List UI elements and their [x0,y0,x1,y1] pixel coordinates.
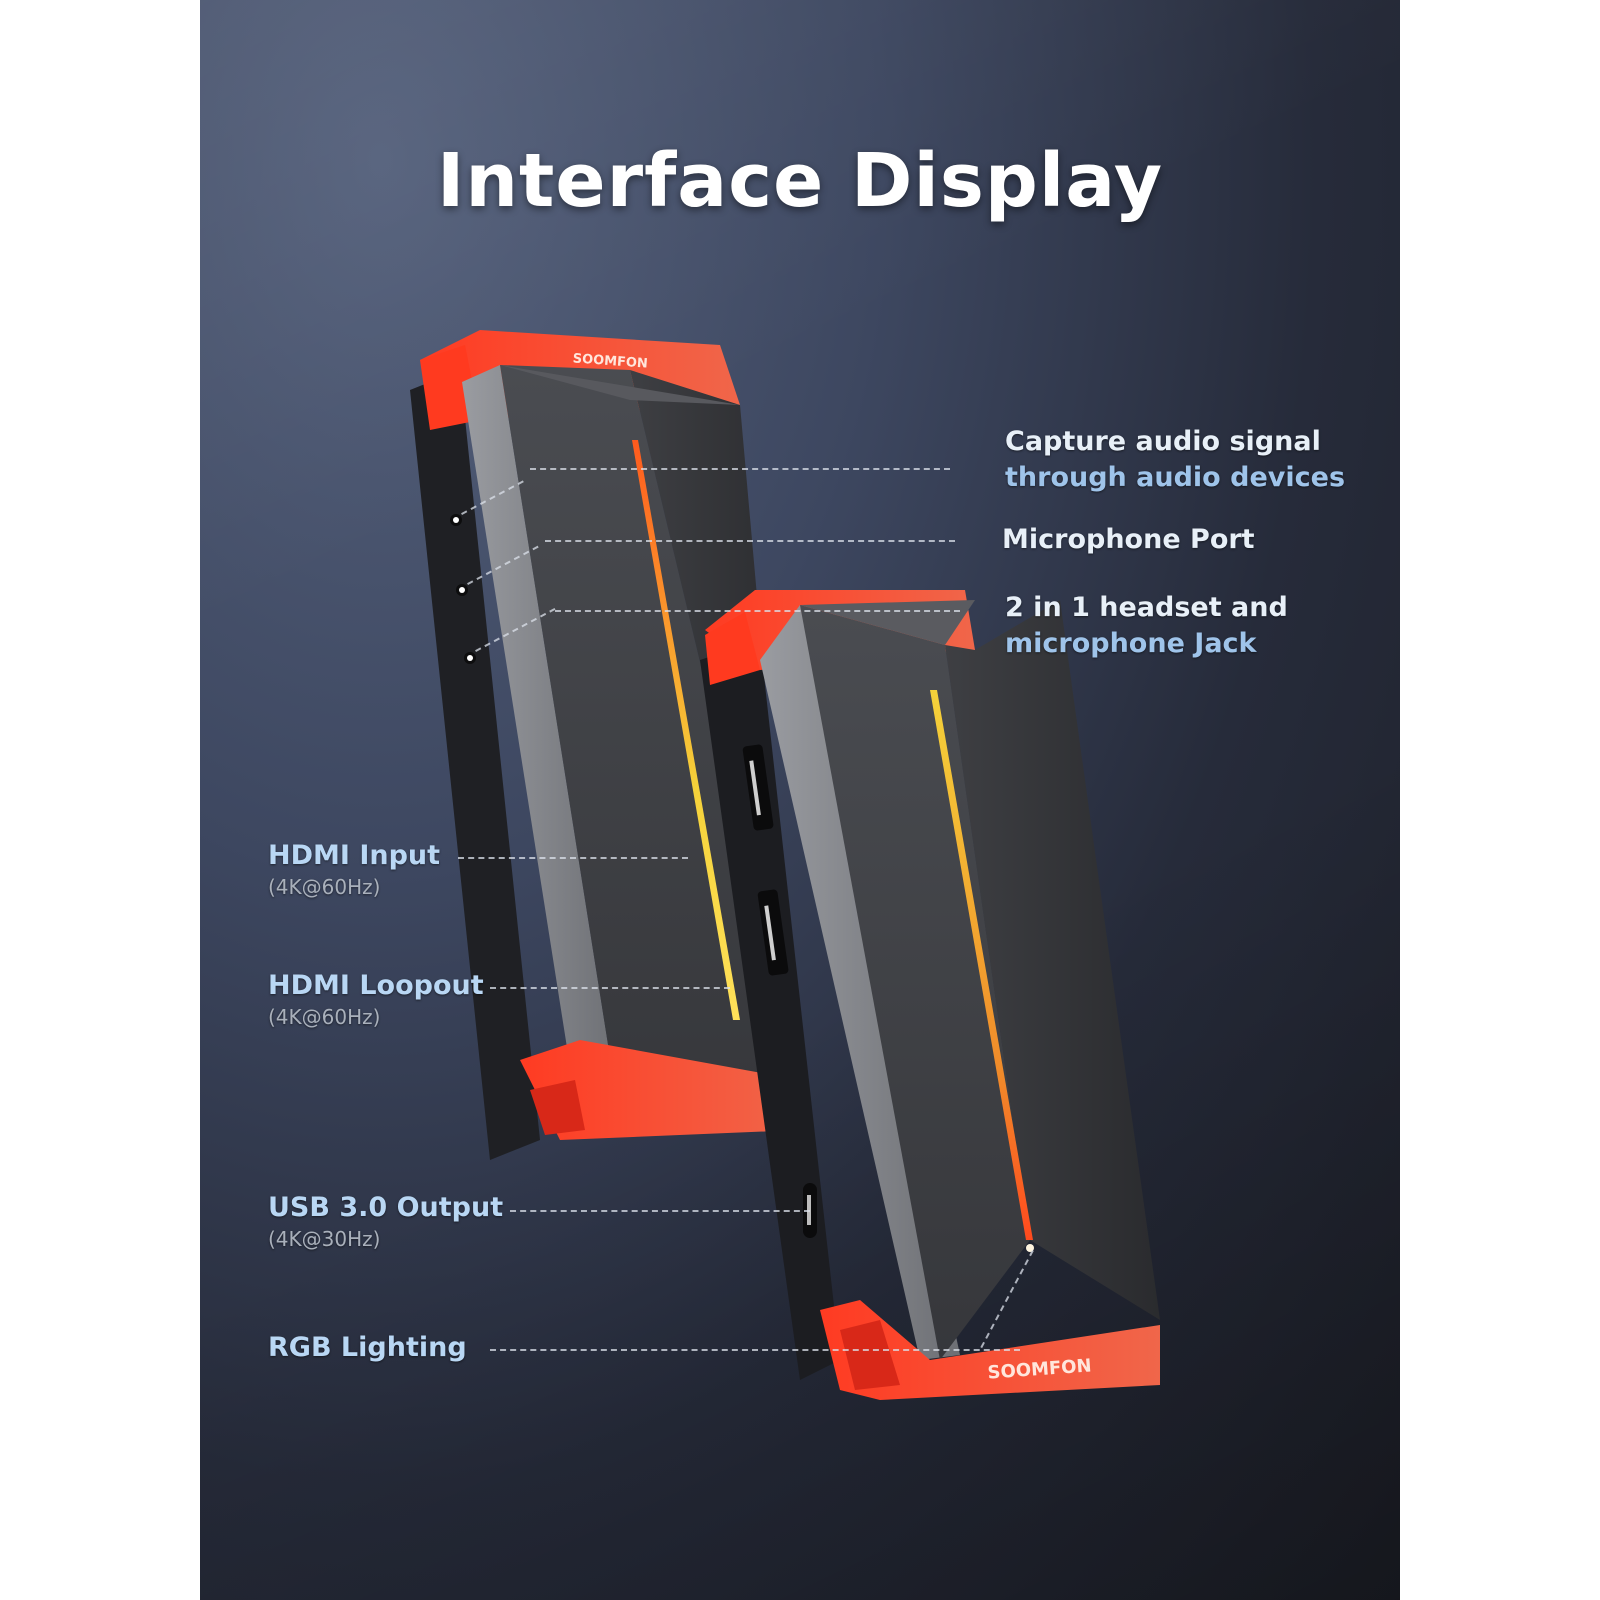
leader-line-microphone [545,540,955,542]
leader-line-audio-capture [530,468,950,470]
label-usb-output-text: USB 3.0 Output [268,1192,504,1223]
label-rgb-lighting: RGB Lighting [268,1330,467,1366]
leader-line-usb-output [510,1210,810,1212]
leader-line-rgb-lighting [490,1349,1020,1351]
label-headset-jack-line2: microphone Jack [1005,628,1257,659]
svg-text:SOOMFON: SOOMFON [572,351,648,371]
product-image-panel: Interface Display [200,0,1400,1600]
label-capture-audio-line2: through audio devices [1005,462,1346,493]
label-hdmi-loopout-text: HDMI Loopout [268,970,484,1001]
label-hdmi-input-text: HDMI Input [268,840,441,871]
front-device: SOOMFON [700,590,1160,1400]
label-usb-output-spec: (4K@30Hz) [268,1227,381,1251]
label-hdmi-input: HDMI Input (4K@60Hz) [268,838,440,900]
label-headset-jack-line1: 2 in 1 headset and [1005,592,1288,623]
label-microphone-port: Microphone Port [1002,522,1255,558]
label-headset-jack: 2 in 1 headset and microphone Jack [1005,590,1288,662]
leader-line-hdmi-loopout [490,987,730,989]
leader-line-hdmi-input [458,857,688,859]
page-title: Interface Display [436,138,1164,224]
label-microphone-port-text: Microphone Port [1002,524,1255,555]
label-hdmi-input-spec: (4K@60Hz) [268,875,381,899]
label-usb-output: USB 3.0 Output (4K@30Hz) [268,1190,503,1252]
label-rgb-lighting-text: RGB Lighting [268,1332,467,1363]
label-hdmi-loopout: HDMI Loopout (4K@60Hz) [268,968,484,1030]
label-hdmi-loopout-spec: (4K@60Hz) [268,1005,381,1029]
leader-line-headset-jack [555,610,960,612]
label-capture-audio-line1: Capture audio signal [1005,426,1321,457]
label-capture-audio: Capture audio signal through audio devic… [1005,424,1345,496]
